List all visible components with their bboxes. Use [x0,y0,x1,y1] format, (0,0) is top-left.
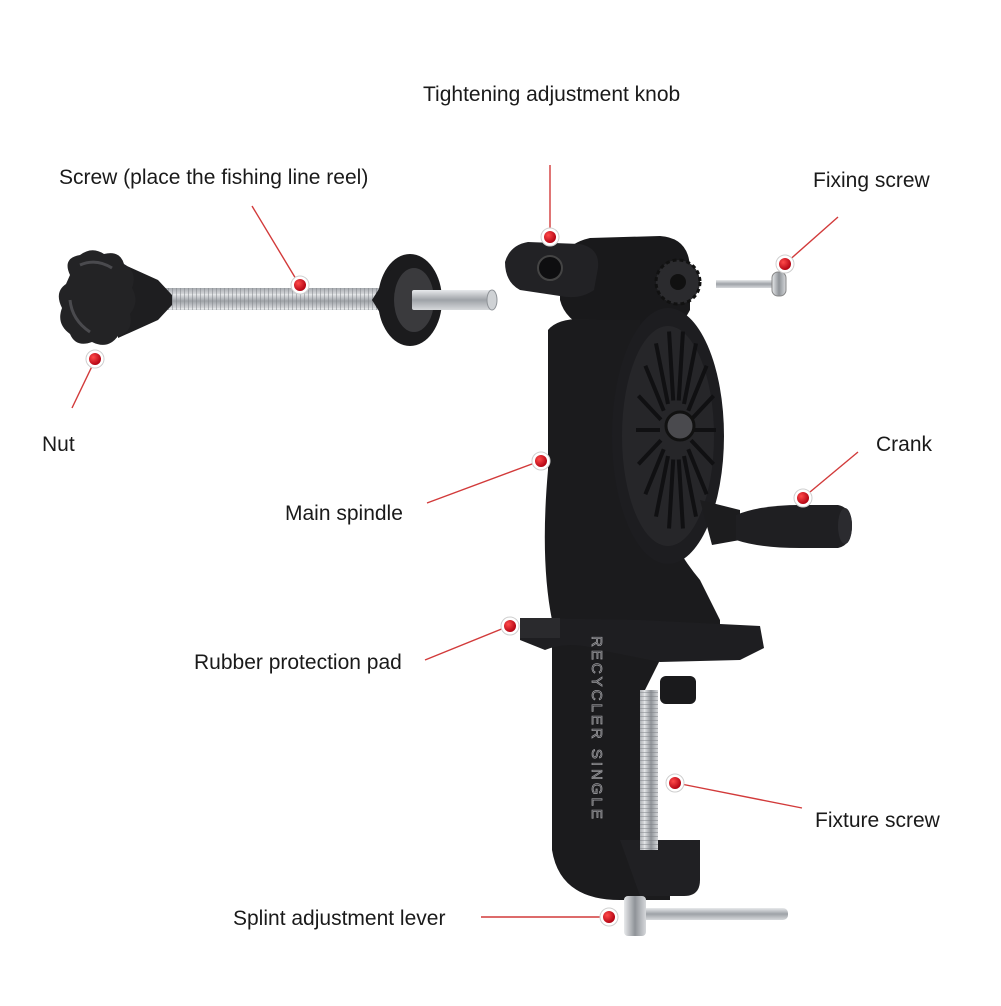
winder-body-illustration: RECYCLER SINGLE [505,236,788,936]
wheel-spoke [667,331,676,401]
wheel-spoke [643,364,666,412]
leader-line-nut [71,359,96,409]
wheel-spoke [689,438,716,466]
marker-nut [85,349,105,369]
label-nut: Nut [42,433,75,456]
wheel-spoke [686,448,709,496]
leader-line-main-spindle [426,460,541,504]
marker-rubber-pad [500,616,520,636]
main-arm [544,318,720,900]
wheel-illustration [612,308,852,564]
clamp-jaw [520,618,764,662]
label-fixture-screw: Fixture screw [815,809,940,832]
label-crank: Crank [876,433,933,456]
leader-line-screw [251,205,300,285]
wheel-spoke [636,438,663,466]
reel-pin [412,290,492,310]
threaded-rod [160,288,392,310]
nut-shape [58,250,136,345]
wheel-hub [664,410,696,442]
fixture-screw-rod [640,690,658,850]
marker-fixture-screw [665,773,685,793]
wheel-spoke [654,343,670,405]
label-fixing-screw: Fixing screw [813,169,930,192]
brand-text: RECYCLER SINGLE [588,636,605,822]
markers [85,227,813,927]
leader-line-fixing-screw [785,216,839,264]
wheel-spoke [654,455,670,517]
clamp-foot [620,840,700,896]
wheel-spoke [682,343,698,405]
wheel-spoke [667,459,676,529]
crank-arm [700,500,740,545]
wheel-spoke [686,364,709,412]
leader-line-fixture-screw [675,782,803,809]
wheel-spoke [636,394,663,422]
splint-lever-bar [628,908,788,920]
wheel-spoke [689,394,716,422]
label-splint-lever: Splint adjustment lever [233,907,446,930]
label-screw: Screw (place the fishing line reel) [59,166,369,189]
leader-line-rubber-pad [424,625,510,661]
wheel-spoke [643,448,666,496]
marker-screw [290,275,310,295]
wheel-spoke [676,459,685,529]
label-rubber-pad: Rubber protection pad [194,651,402,674]
fixing-screw-illustration [716,271,787,297]
wheel-spoke [682,455,698,517]
wheel-spoke [676,331,685,401]
leader-line-crank [803,451,859,498]
marker-splint-lever [599,907,619,927]
leader-lines [71,165,859,918]
marker-crank [793,488,813,508]
label-tightening-knob: Tightening adjustment knob [423,83,681,106]
marker-tightening-knob [540,227,560,247]
crank-handle [736,505,852,548]
marker-main-spindle [531,451,551,471]
label-main-spindle: Main spindle [285,502,403,525]
marker-fixing-screw [775,254,795,274]
screw-assembly-illustration [58,250,498,346]
